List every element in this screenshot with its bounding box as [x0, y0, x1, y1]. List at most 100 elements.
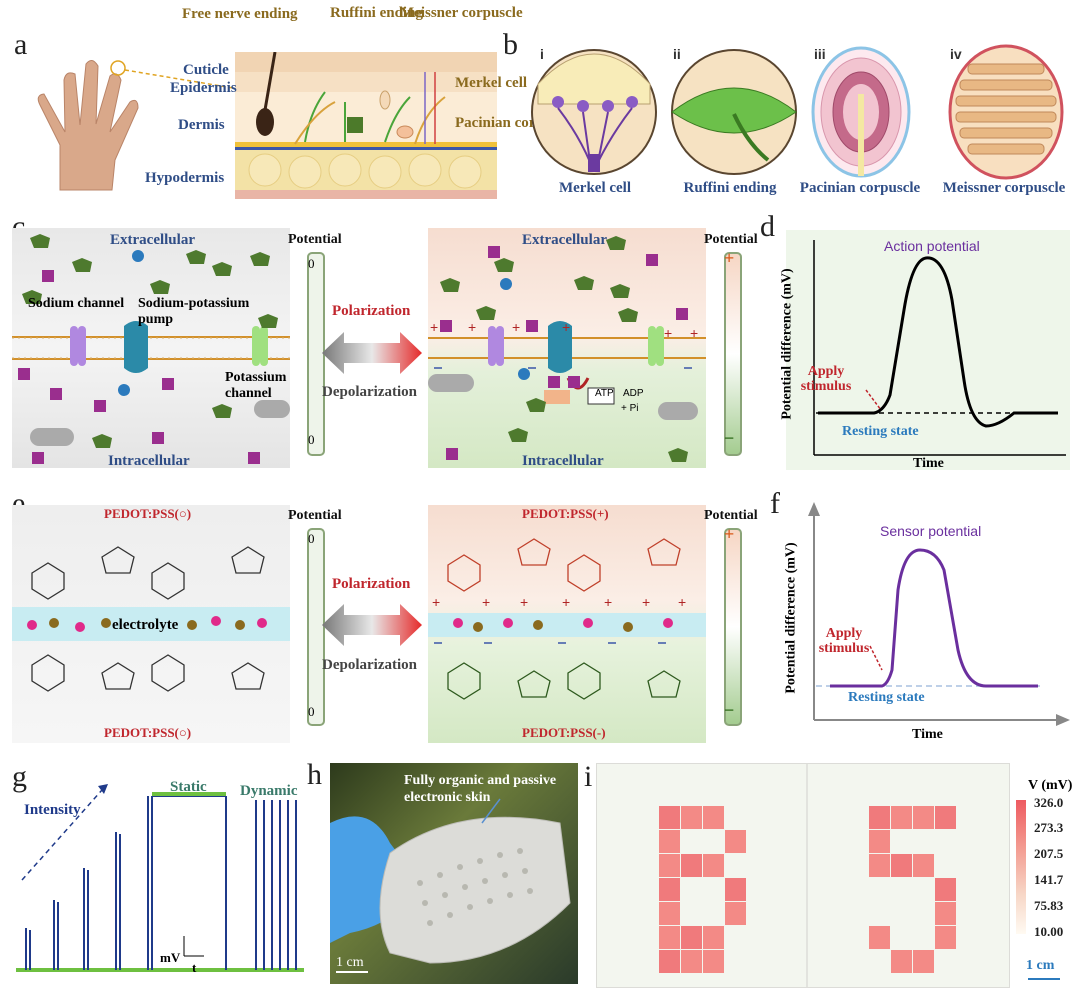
panel-g-label: g	[12, 760, 27, 793]
label-potassium-channel: Potassium channel	[225, 370, 287, 401]
cell-membrane-polarized: + + + + + +	[428, 228, 706, 468]
label-e-skin-caption: Fully organic and passive electronic ski…	[404, 773, 557, 805]
label-unit-mv: mV	[160, 950, 181, 965]
heatmap-cell	[659, 878, 680, 901]
panel-f-label: f	[770, 487, 780, 520]
heatmap-cell	[659, 926, 680, 949]
heatmap-cell	[681, 806, 702, 829]
caption-merkel-cell: Merkel cell	[558, 180, 632, 196]
label-b-iv: iv	[950, 46, 962, 62]
minus-sign-c: −	[724, 428, 735, 448]
svg-text:+: +	[520, 594, 528, 610]
xlabel-d: Time	[913, 456, 944, 471]
caption-ruffini-ending: Ruffini ending	[683, 180, 777, 196]
label-pedot-top-left: PEDOT:PSS(○)	[104, 506, 192, 521]
heatmap-cell	[891, 806, 912, 829]
label-pedot-bottom-left: PEDOT:PSS(○)	[104, 725, 192, 740]
label-unit-t: t	[192, 960, 197, 975]
label-atp: ATP	[595, 388, 614, 399]
svg-text:+: +	[482, 594, 490, 610]
heatmap-cell	[659, 902, 680, 925]
zero-bottom-e: 0	[308, 704, 315, 719]
label-intracellular: Intracellular	[108, 453, 190, 469]
label-resting-state-f: Resting state	[848, 690, 925, 705]
heatmap-cell	[725, 902, 746, 925]
panel-i-label: i	[584, 760, 593, 793]
svg-text:+: +	[678, 594, 686, 610]
e-skin-photo	[330, 763, 578, 984]
label-b-ii: ii	[673, 46, 681, 62]
svg-text:+: +	[604, 594, 612, 610]
action-potential-chart	[786, 230, 1070, 470]
scale-bar-i: 1 cm	[1026, 958, 1055, 973]
label-intracellular-2: Intracellular	[522, 453, 604, 469]
svg-text:+: +	[664, 325, 672, 341]
potential-label-e1: Potential	[288, 508, 342, 523]
label-sodium-channel: Sodium channel	[28, 296, 125, 311]
title-action-potential: Action potential	[884, 238, 980, 254]
label-polarization-c: Polarization	[332, 303, 411, 319]
potential-bar-polarized	[724, 252, 742, 456]
double-arrow-c	[322, 332, 422, 374]
plus-sign-e: +	[724, 524, 735, 544]
zero-top-c: 0	[308, 256, 315, 271]
heatmap-cell	[869, 830, 890, 853]
zero-bottom-c: 0	[308, 432, 315, 447]
colorbar-tick-2: 207.5	[1034, 846, 1064, 861]
colorbar-tick-0: 326.0	[1034, 795, 1064, 810]
colorbar-tick-3: 141.7	[1034, 872, 1064, 887]
potential-bar-e1	[307, 528, 325, 726]
heatmap-cell	[935, 806, 956, 829]
label-merkel-cell: Merkel cell	[455, 75, 528, 91]
zero-top-e: 0	[308, 531, 315, 546]
colorbar-tick-5: 10.00	[1034, 924, 1064, 939]
receptor-illustrations	[531, 44, 1064, 180]
svg-text:+: +	[690, 325, 698, 341]
skin-cross-section	[235, 51, 497, 199]
label-dynamic: Dynamic	[240, 783, 298, 799]
svg-text:+: +	[468, 319, 476, 335]
pedot-polarized: +++++++	[428, 505, 706, 743]
heatmap-cell	[681, 926, 702, 949]
heatmap-svg	[659, 764, 956, 987]
heatmap-cell	[869, 806, 890, 829]
pressure-heatmap	[596, 763, 1010, 988]
svg-text:+: +	[430, 319, 438, 335]
label-depolarization-c: Depolarization	[322, 384, 417, 400]
label-resting-state-d: Resting state	[842, 424, 919, 439]
potential-bar-e2	[724, 528, 742, 726]
panel-d-label: d	[760, 210, 775, 243]
label-intensity: Intensity	[24, 802, 81, 818]
label-ruffini-ending: Ruffini ending	[330, 5, 423, 21]
xlabel-f: Time	[912, 727, 943, 742]
heatmap-cell	[659, 806, 680, 829]
svg-text:+: +	[562, 594, 570, 610]
caption-meissner-corpuscle: Meissner corpuscle	[942, 180, 1066, 196]
label-epidermis: Epidermis	[170, 80, 237, 96]
heatmap-cell	[869, 926, 890, 949]
heatmap-cell	[681, 950, 702, 973]
cell-membrane-resting	[12, 228, 290, 468]
heatmap-cell	[935, 878, 956, 901]
sensor-potential-chart	[790, 500, 1072, 732]
potential-label-e2: Potential	[704, 508, 758, 523]
heatmap-cell	[913, 854, 934, 877]
colorbar-unit: V (mV)	[1028, 778, 1073, 793]
label-sodium-potassium-pump: Sodium-potassium pump	[138, 296, 250, 327]
svg-text:+: +	[512, 319, 520, 335]
intensity-signal-plot	[16, 784, 304, 972]
scale-line-i	[1028, 978, 1060, 980]
label-pi: + Pi	[621, 403, 639, 414]
heatmap-cell	[703, 950, 724, 973]
svg-text:+: +	[562, 319, 570, 335]
label-free-nerve-ending: Free nerve ending	[182, 6, 298, 22]
potential-label-c2: Potential	[704, 232, 758, 247]
sensor-potential-svg	[808, 502, 1070, 726]
label-static: Static	[170, 779, 207, 795]
colorbar-tick-1: 273.3	[1034, 820, 1064, 835]
double-arrow-e	[322, 604, 422, 646]
label-depolarization-e: Depolarization	[322, 657, 417, 673]
label-extracellular-2: Extracellular	[522, 232, 607, 248]
ylabel-f: Potential difference (mV)	[783, 542, 799, 694]
svg-text:+: +	[642, 594, 650, 610]
